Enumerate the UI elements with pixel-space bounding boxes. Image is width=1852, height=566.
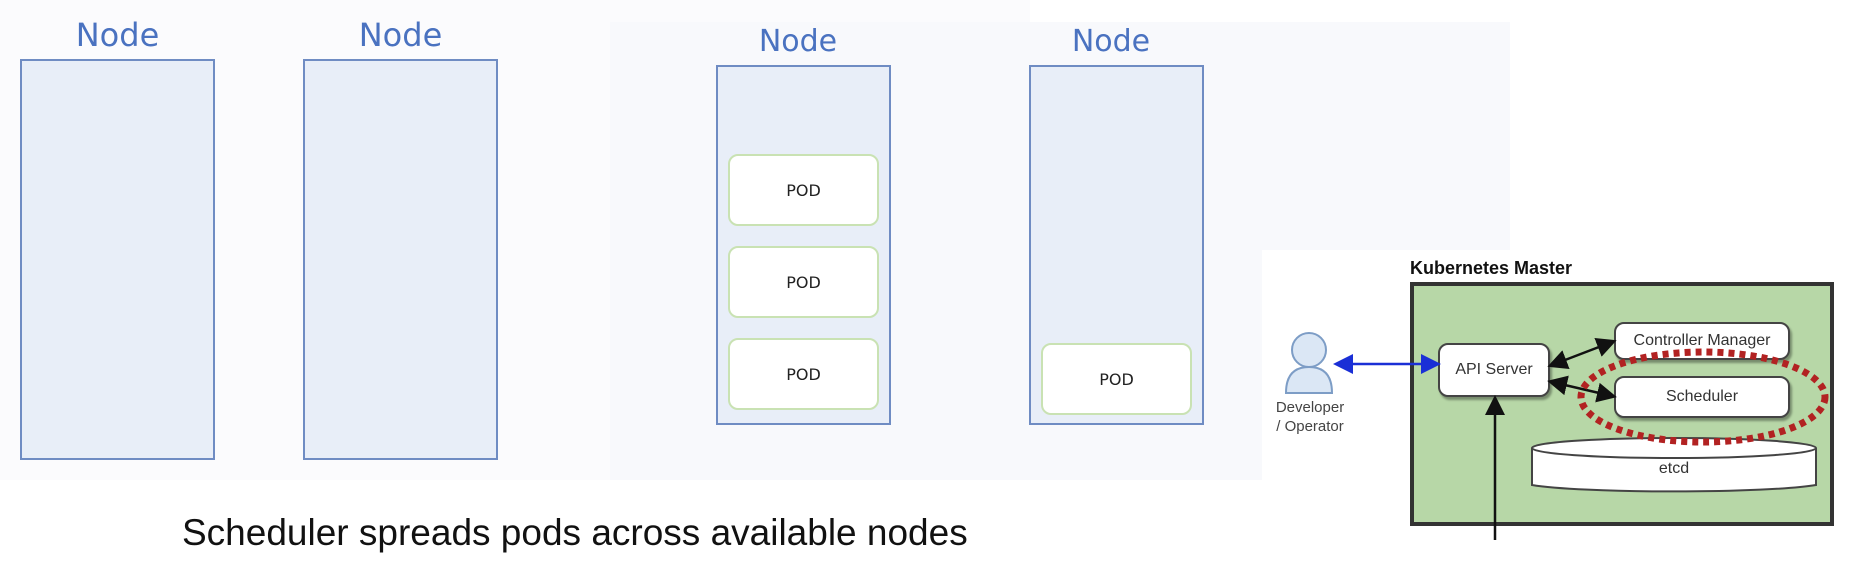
node-title: Node (75, 16, 160, 54)
pod: POD (728, 246, 879, 318)
k8s-master-title: Kubernetes Master (1410, 258, 1573, 278)
node-box (20, 59, 215, 460)
developer-person-icon (1284, 332, 1334, 394)
node-box (303, 59, 498, 460)
pod: POD (1041, 343, 1192, 415)
caption: Scheduler spreads pods across available … (182, 512, 968, 553)
developer-label-line1: Developer (1275, 399, 1345, 416)
controller-manager-box: Controller Manager (1614, 322, 1790, 360)
developer-label: Developer / Operator (1262, 398, 1358, 436)
api-scheduler-arrow (1547, 375, 1617, 403)
node-title: Node (358, 16, 443, 54)
etcd-label: etcd (1658, 460, 1690, 477)
developer-label-line2: / Operator (1276, 418, 1344, 435)
api-controller-arrow (1547, 338, 1617, 369)
api-server-box: API Server (1438, 343, 1550, 397)
scheduler-highlight-ellipse (1577, 348, 1829, 446)
node-title: Node (1071, 24, 1151, 59)
pod: POD (728, 338, 879, 410)
node-title: Node (758, 24, 838, 59)
etcd-cylinder (1531, 437, 1817, 493)
pod: POD (728, 154, 879, 226)
